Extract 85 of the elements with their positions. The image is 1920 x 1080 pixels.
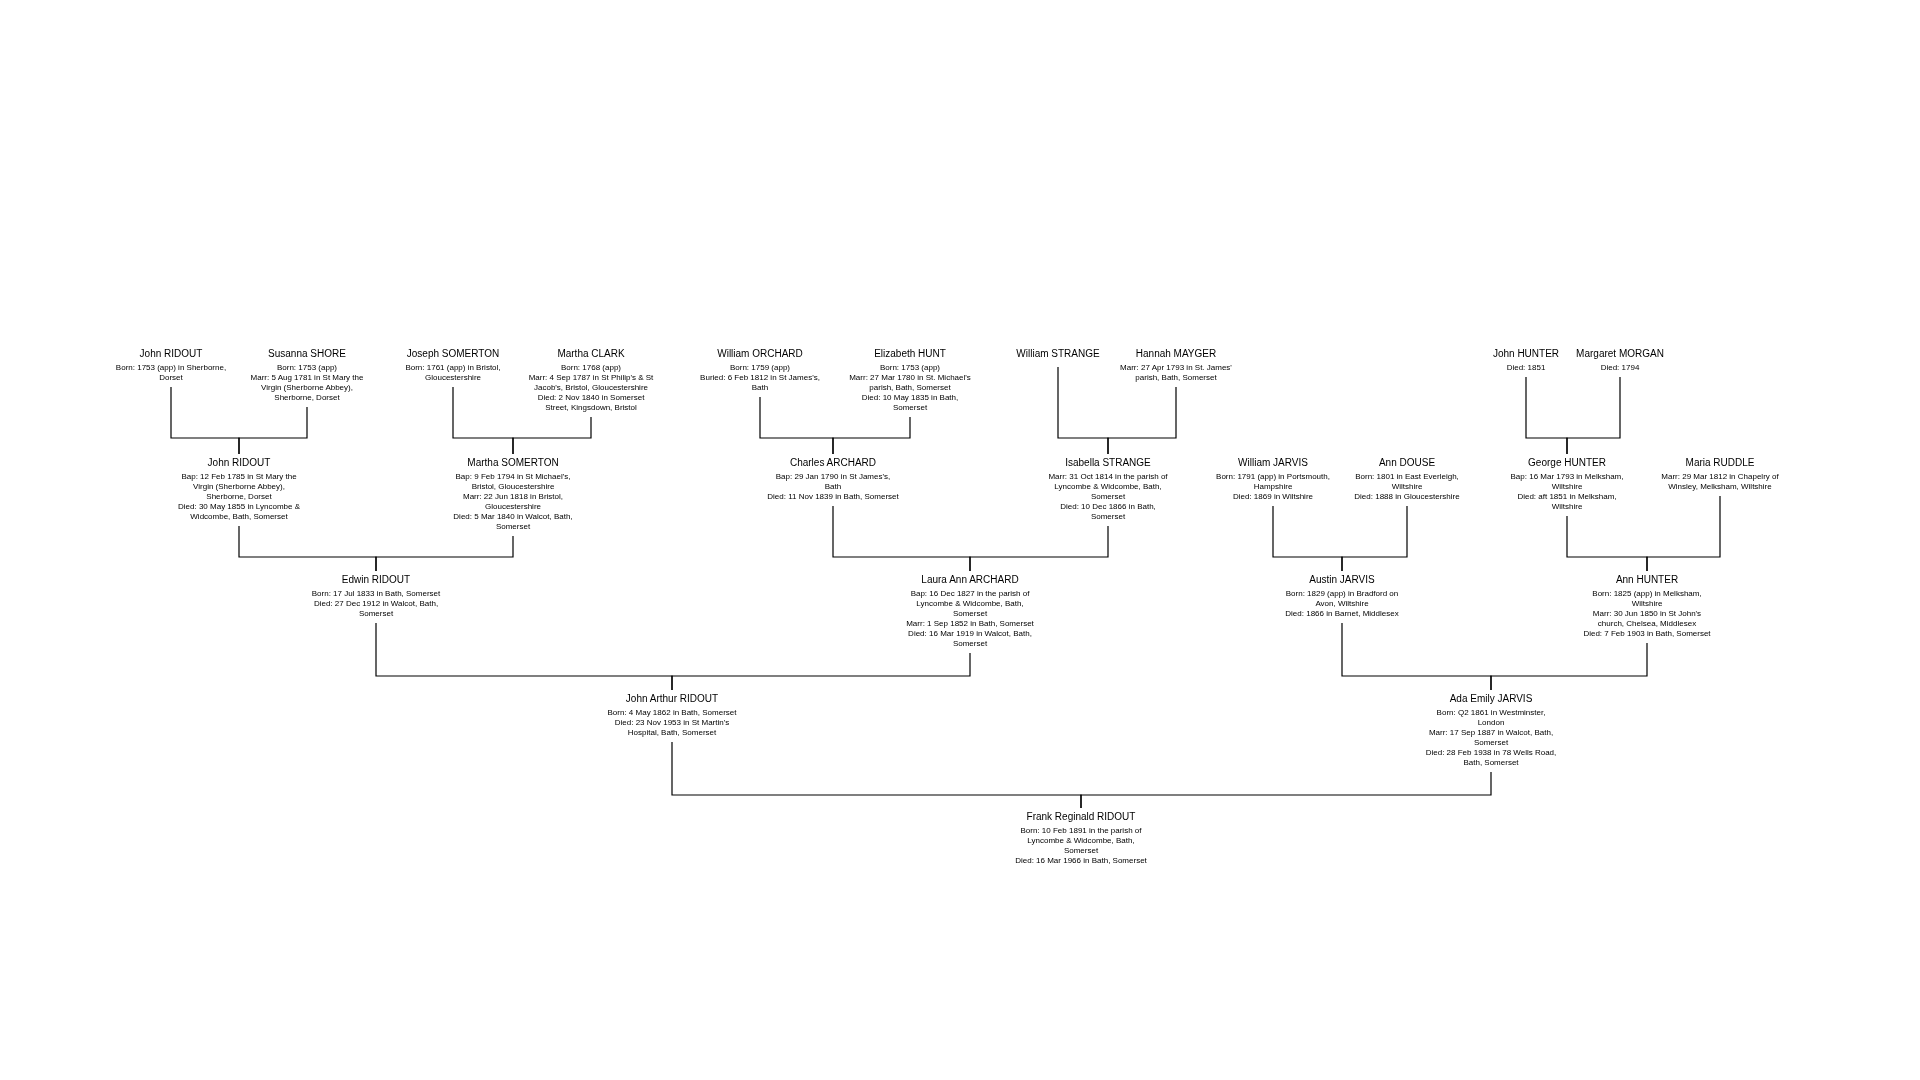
life-event-text: Born: 1791 (app) in Portsmouth, Hampshire xyxy=(1215,472,1331,492)
person-name: John HUNTER xyxy=(1492,348,1560,360)
life-event-text: Died: 7 Feb 1903 in Bath, Somerset xyxy=(1582,629,1712,639)
life-event-text: Marr: 5 Aug 1781 in St Mary the Virgin (Sherborne Abbey), Sherborne, Dorset xyxy=(249,373,365,403)
person-name: Ann HUNTER xyxy=(1615,574,1679,586)
family-line xyxy=(969,525,1109,572)
person-name: William ORCHARD xyxy=(717,348,803,360)
life-event-text: Born: 1801 in East Everleigh, Wiltshire xyxy=(1354,472,1460,492)
life-event-text: Died: 23 Nov 1953 in St Martin's Hospital, Bath, Somerset xyxy=(613,718,731,738)
life-event-text: Born: 1768 (app) xyxy=(559,363,622,373)
life-event-text: Born: Q2 1861 in Westminster, London xyxy=(1435,708,1547,728)
life-event-text: Died: 1888 in Gloucestershire xyxy=(1353,492,1461,502)
family-line xyxy=(1107,386,1177,455)
family-line xyxy=(1646,495,1721,572)
person-name: Margaret MORGAN xyxy=(1576,348,1664,360)
life-event-text: Buried: 6 Feb 1812 in St James's, Bath xyxy=(699,373,821,393)
family-line xyxy=(512,416,592,455)
life-event-text: Marr: 17 Sep 1887 in Walcot, Bath, Somerset xyxy=(1427,728,1555,748)
life-event-text: Bap: 9 Feb 1794 in St Michael's, Bristol, Gloucestershire xyxy=(454,472,572,492)
family-line xyxy=(671,652,971,691)
family-line xyxy=(1490,642,1648,691)
life-event-text: Marr: 1 Sep 1852 in Bath, Somerset xyxy=(905,619,1035,629)
person-name: Martha SOMERTON xyxy=(467,457,559,469)
life-event-text: Bap: 12 Feb 1785 in St Mary the Virgin (Sherborne Abbey), Sherborne, Dorset xyxy=(180,472,298,502)
person-name: Ada Emily JARVIS xyxy=(1449,693,1533,705)
life-event-text: Born: 1825 (app) in Melksham, Wiltshire xyxy=(1591,589,1703,609)
person-name: John RIDOUT xyxy=(207,457,271,469)
life-event-text: Died: 30 May 1855 in Lyncombe & Widcombe, Bath, Somerset xyxy=(177,502,301,522)
family-line xyxy=(1080,771,1492,809)
life-event-text: Marr: 31 Oct 1814 in the parish of Lyncombe & Widcombe, Bath, Somerset xyxy=(1047,472,1169,502)
person-name: Maria RUDDLE xyxy=(1685,457,1755,469)
family-line xyxy=(238,406,308,455)
person-name: Edwin RIDOUT xyxy=(341,574,411,586)
life-event-text: Marr: 27 Apr 1793 in St. James' parish, Bath, Somerset xyxy=(1119,363,1233,383)
life-event-text: Died: 16 Mar 1966 in Bath, Somerset xyxy=(1015,856,1147,866)
person-name: John RIDOUT xyxy=(139,348,203,360)
life-event-text: Died: aft 1851 in Melksham, Wiltshire xyxy=(1516,492,1618,512)
family-line xyxy=(1566,376,1621,455)
person-name: Charles ARCHARD xyxy=(789,457,877,469)
person-name: John Arthur RIDOUT xyxy=(625,693,719,705)
person-name: Isabella STRANGE xyxy=(1065,457,1151,469)
life-event-text: Born: 1761 (app) in Bristol, Gloucestershire xyxy=(404,363,502,383)
life-event-text: Died: 27 Dec 1912 in Walcot, Bath, Somerset xyxy=(312,599,440,619)
life-event-text: Bap: 16 Dec 1827 in the parish of Lyncombe & Widcombe, Bath, Somerset xyxy=(909,589,1031,619)
life-event-text: Bap: 29 Jan 1790 in St James's, Bath xyxy=(774,472,892,492)
life-event-text: Died: 5 Mar 1840 in Walcot, Bath, Somerset xyxy=(452,512,574,532)
life-event-text: Bap: 16 Mar 1793 in Melksham, Wiltshire xyxy=(1509,472,1625,492)
life-event-text: Died: 1866 in Barnet, Middlesex xyxy=(1284,609,1400,619)
life-event-text: Born: 1759 (app) xyxy=(728,363,791,373)
life-event-text: Born: 17 Jul 1833 in Bath, Somerset xyxy=(310,589,442,599)
life-event-text: Born: 1829 (app) in Bradford on Avon, Wiltshire xyxy=(1284,589,1400,609)
life-event-text: Marr: 4 Sep 1787 in St Philip's & St Jacob's, Bristol, Gloucestershire xyxy=(527,373,655,393)
person-name: Frank Reginald RIDOUT xyxy=(1026,811,1136,823)
life-event-text: Marr: 30 Jun 1850 in St John's church, Chelsea, Middlesex xyxy=(1591,609,1703,629)
person-name: Ann DOUSE xyxy=(1378,457,1436,469)
person-name: Hannah MAYGER xyxy=(1135,348,1217,360)
life-event-text: Marr: 27 Mar 1780 in St. Michael's parish, Bath, Somerset xyxy=(848,373,972,393)
family-line xyxy=(1341,505,1408,572)
life-event-text: Died: 1869 in Wiltshire xyxy=(1231,492,1314,502)
person-name: Martha CLARK xyxy=(557,348,625,360)
life-event-text: Marr: 22 Jun 1818 in Bristol, Gloucestershire xyxy=(461,492,564,512)
person-name: Laura Ann ARCHARD xyxy=(921,574,1019,586)
family-line xyxy=(375,535,514,572)
life-event-text: Born: 1753 (app) xyxy=(275,363,338,373)
life-event-text: Died: 1851 xyxy=(1505,363,1547,373)
life-event-text: Born: 10 Feb 1891 in the parish of Lyncombe & Widcombe, Bath, Somerset xyxy=(1019,826,1143,856)
person-name: Susanna SHORE xyxy=(268,348,346,360)
life-event-text: Died: 16 Mar 1919 in Walcot, Bath, Somerset xyxy=(907,629,1033,649)
life-event-text: Died: 10 May 1835 in Bath, Somerset xyxy=(860,393,960,413)
life-event-text: Died: 2 Nov 1840 in Somerset Street, Kingsdown, Bristol xyxy=(536,393,646,413)
family-line xyxy=(832,416,911,455)
person-name: William JARVIS xyxy=(1238,457,1308,469)
person-name: Joseph SOMERTON xyxy=(406,348,500,360)
life-event-text: Died: 10 Dec 1866 in Bath, Somerset xyxy=(1059,502,1157,522)
life-event-text: Died: 11 Nov 1839 in Bath, Somerset xyxy=(767,492,899,502)
person-name: George HUNTER xyxy=(1528,457,1606,469)
life-event-text: Born: 1753 (app) in Sherborne, Dorset xyxy=(114,363,228,383)
life-event-text: Died: 1794 xyxy=(1599,363,1641,373)
life-event-text: Died: 28 Feb 1938 in 78 Wells Road, Bath, Somerset xyxy=(1425,748,1557,768)
person-name: William STRANGE xyxy=(1016,348,1100,360)
life-event-text: Marr: 29 Mar 1812 in Chapelry of Winsley, Melksham, Wiltshire xyxy=(1660,472,1780,492)
person-name: Austin JARVIS xyxy=(1309,574,1375,586)
person-name: Elizabeth HUNT xyxy=(874,348,946,360)
life-event-text: Born: 4 May 1862 in Bath, Somerset xyxy=(606,708,738,718)
life-event-text: Born: 1753 (app) xyxy=(878,363,941,373)
